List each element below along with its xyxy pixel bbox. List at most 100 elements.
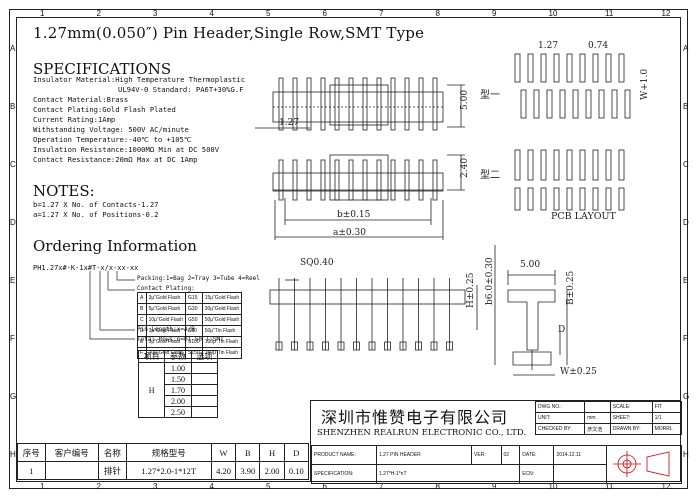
column-number: 4 [209, 482, 214, 491]
pcb-pad [605, 187, 612, 211]
spec-table-cell: 2.00 [259, 461, 285, 480]
scale-value: FIT [651, 401, 683, 413]
dim-b: b±0.15 [337, 210, 371, 220]
param-header: 参数 [164, 350, 192, 363]
pcb-pad [618, 187, 625, 211]
page-title: 1.27mm(0.050″) Pin Header,Single Row,SMT… [33, 24, 425, 42]
pcb-pad [559, 89, 566, 119]
pin-foot [322, 341, 329, 351]
plating-cell: 30μ"Gold Flash [201, 303, 243, 315]
column-number: 8 [435, 9, 440, 18]
pin [320, 159, 326, 201]
b6-label: b6.0±0.30 [485, 257, 495, 305]
column-number: 12 [661, 482, 671, 491]
dim-h2: 2.40 [460, 158, 470, 178]
param-row: 1.70 [139, 384, 219, 396]
pin-foot [446, 341, 453, 351]
param-header-row: 项目参数选项 [137, 350, 219, 363]
pin [404, 159, 410, 201]
column-number: 3 [153, 9, 158, 18]
pcb-w-label: W+1.0 [640, 69, 650, 100]
pin-foot [368, 341, 376, 351]
notes-list: b=1.27 X No. of Contacts-1.27 a=1.27 X N… [33, 200, 159, 220]
param-option [190, 406, 219, 418]
spec-line: Contact Material:Brass [33, 95, 129, 104]
pcb-pad [592, 149, 599, 181]
spec-line: UL94V-0 Standard: PA6T+30%G.F [118, 85, 244, 94]
pin [418, 159, 424, 201]
row-letter: E [683, 276, 689, 285]
ecn-label: ECN: [519, 464, 555, 484]
pcb-pad [566, 149, 573, 181]
spec-table-cell: D [283, 443, 310, 462]
total-rows-label: Total Rows:n=01-50 T:SMT [137, 336, 224, 343]
side-view [269, 278, 466, 351]
spec-table-cell: 排针 [98, 461, 127, 480]
column-number: 9 [492, 482, 497, 491]
column-number: 8 [435, 482, 440, 491]
column-number: 10 [548, 9, 558, 18]
plating-cell: A [137, 292, 147, 304]
pin [278, 159, 284, 201]
pcb-pad [514, 187, 521, 211]
pin-foot [291, 341, 298, 351]
pin [362, 77, 368, 131]
pin [334, 159, 340, 201]
param-option [190, 395, 219, 407]
pcb-pad [553, 53, 560, 83]
pin-foot [399, 341, 407, 351]
ordering-leader-lines [89, 271, 135, 340]
w-tol-label: W±0.25 [560, 367, 597, 377]
param-value: 1.00 [164, 362, 192, 374]
pin [418, 77, 424, 131]
row-letter: A [10, 44, 16, 53]
pcb-pad [514, 53, 521, 83]
pin [390, 159, 396, 201]
pcb-pad [579, 187, 586, 211]
pin-foot [337, 341, 345, 351]
specification-value: 1.27*H-1*nT [375, 464, 521, 484]
drawing-outer-frame [9, 9, 688, 489]
plating-cell: 3μ"Gold Flash [145, 292, 187, 304]
projection-symbol [606, 445, 682, 484]
pin [306, 77, 312, 131]
ver-label: VER: [471, 445, 502, 465]
spec-table-cell: W [210, 443, 237, 462]
row-letter: A [683, 44, 689, 53]
d-label: D [558, 325, 565, 335]
pcb-pad [579, 149, 586, 181]
pin [320, 77, 326, 131]
pcb-pad [572, 89, 579, 119]
plating-cell: 50μ"Tin Flash [201, 325, 243, 337]
spec-line: Insulation Resistance:1000MΩ Min at DC 5… [33, 145, 220, 154]
column-number: 7 [379, 9, 384, 18]
column-number: 2 [96, 9, 101, 18]
param-value: 1.50 [164, 373, 192, 385]
plating-cell: 10μ"Gold Flash [145, 314, 187, 326]
column-number: 6 [322, 482, 327, 491]
pin [376, 77, 382, 131]
pin-foot [384, 341, 391, 351]
spec-line: Operation Temperature:-40℃ to +105℃ [33, 135, 192, 144]
pcb-pad [624, 89, 631, 119]
param-value: 2.50 [164, 406, 192, 418]
section-view [507, 289, 556, 370]
pin [362, 159, 368, 201]
type2-label: 型二 [480, 168, 500, 181]
unit-value: mm [584, 412, 611, 424]
row-letter: H [10, 450, 16, 459]
sq-label: SQ0.40 [300, 258, 334, 268]
spec-table-cell: 1.27*2.0-1*12T [125, 461, 212, 480]
plating-cell: G30 [185, 303, 203, 315]
param-header: 选项 [190, 350, 219, 363]
checked-label: CHECKED BY: [534, 423, 586, 435]
product-label: PRODUCT NAME: [311, 445, 377, 465]
